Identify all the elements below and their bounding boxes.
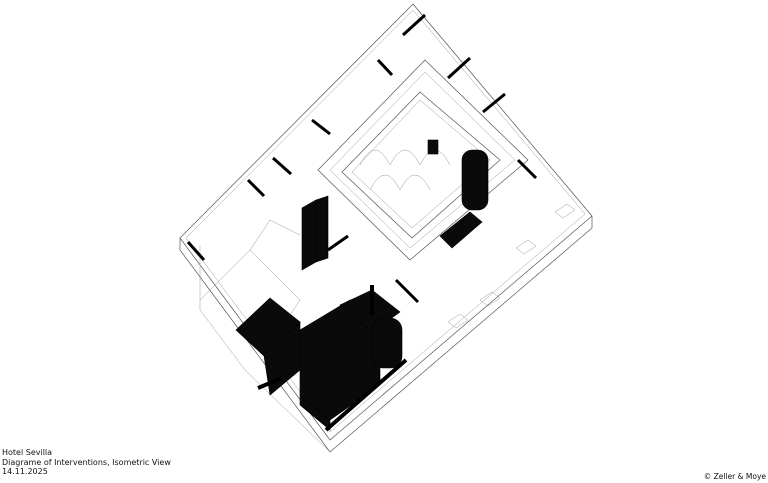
drawing-date: 14.11.2025 xyxy=(2,467,48,476)
copyright-notice: © Zeller & Moye xyxy=(703,472,766,481)
drawing-subtitle: Diagrame of Interventions, Isometric Vie… xyxy=(2,457,171,467)
building-outline xyxy=(179,3,593,453)
wall-interventions xyxy=(186,13,538,304)
black-interventions xyxy=(235,139,489,432)
project-title: Hotel Sevilla xyxy=(2,448,53,457)
drawing-caption: Hotel Sevilla Diagrame of Interventions,… xyxy=(2,448,171,477)
